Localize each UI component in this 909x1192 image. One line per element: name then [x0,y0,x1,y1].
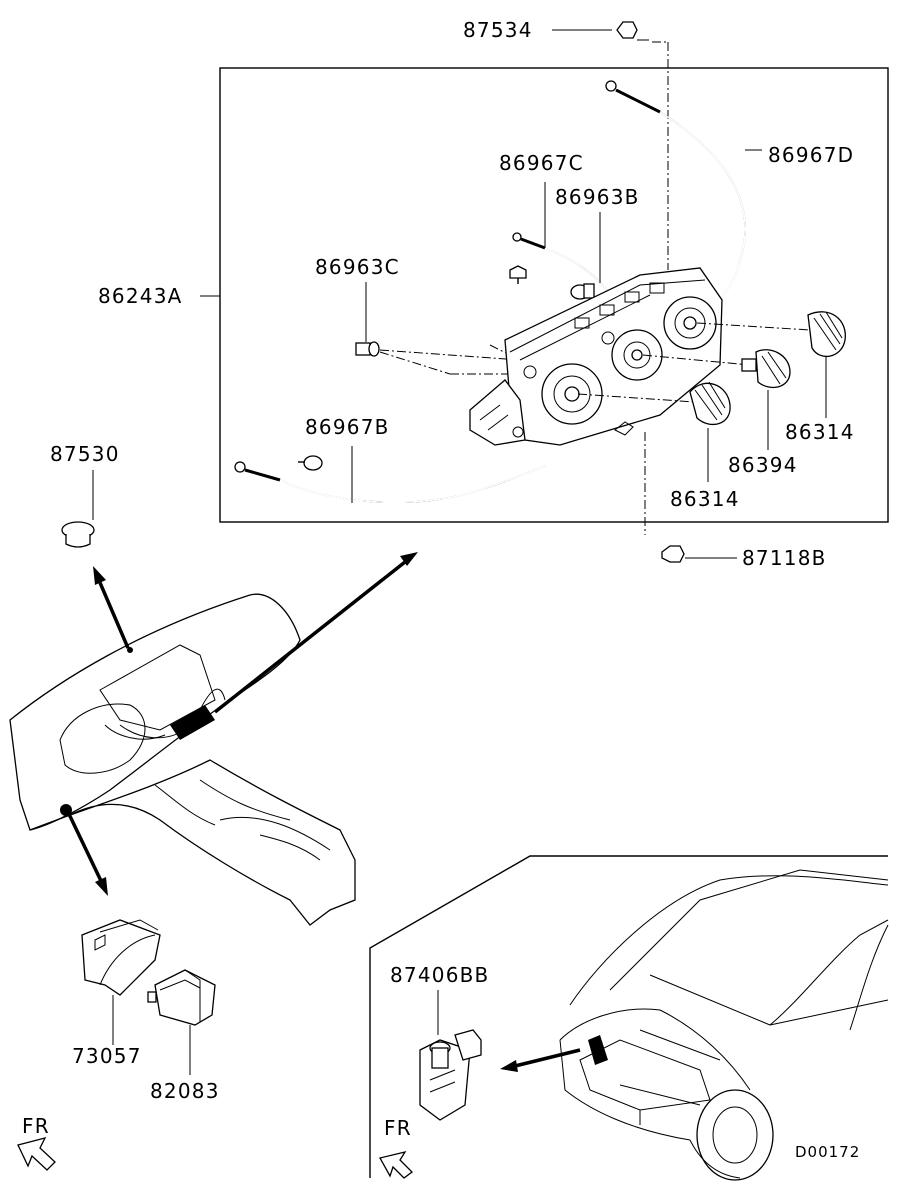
arrow-to-heater-unit [213,552,418,714]
label-86963B: 86963B [555,185,640,209]
clip-87534 [552,21,669,270]
label-87534: 87534 [463,18,533,42]
grommet-86963B [570,212,601,300]
fr-arrow-left [17,1137,56,1171]
label-fr-right: FR [384,1116,412,1140]
switch-82083 [147,969,216,1075]
guide-middle-knob [642,354,751,366]
label-fr-left: FR [22,1114,50,1138]
label-86967D: 86967D [768,143,854,167]
label-86967B: 86967B [305,415,390,439]
label-86243A: 86243A [98,284,183,308]
diagram-code: D00172 [795,1143,860,1161]
label-86963C: 86963C [315,255,400,279]
arrow-to-switches [66,811,108,896]
sensor-87406BB [419,990,482,1121]
label-86394: 86394 [728,453,798,477]
guide-left-knob [577,393,696,403]
bezel-73057 [81,919,161,1045]
label-87406BB: 87406BB [390,963,489,987]
label-87530: 87530 [50,442,120,466]
arrow-to-87530 [93,566,130,649]
label-73057: 73057 [72,1044,142,1068]
nut-87118B [661,545,737,563]
guide-right-knob [696,322,811,331]
knob-86314-right [807,311,846,418]
plug-87530 [61,470,95,548]
label-86314-right: 86314 [785,420,855,444]
cable-86967C [509,182,611,296]
label-86314-lower: 86314 [670,487,740,511]
cable-86967B [234,446,546,504]
clip-86963C [355,282,521,375]
knob-86314-lower [689,381,731,482]
fr-arrow-right [379,1150,413,1179]
vehicle-front-illustration [559,869,889,1181]
arrow-to-sensor [500,1048,581,1072]
knob-86394 [741,349,791,450]
heater-control-unit [469,267,723,535]
inset-frame [369,855,888,1178]
heater-control-frame [219,67,889,523]
label-87118B: 87118B [742,546,827,570]
label-86967C: 86967C [499,151,584,175]
cable-86967D [605,80,762,306]
label-82083: 82083 [150,1079,220,1103]
dashboard-illustration [9,593,356,926]
